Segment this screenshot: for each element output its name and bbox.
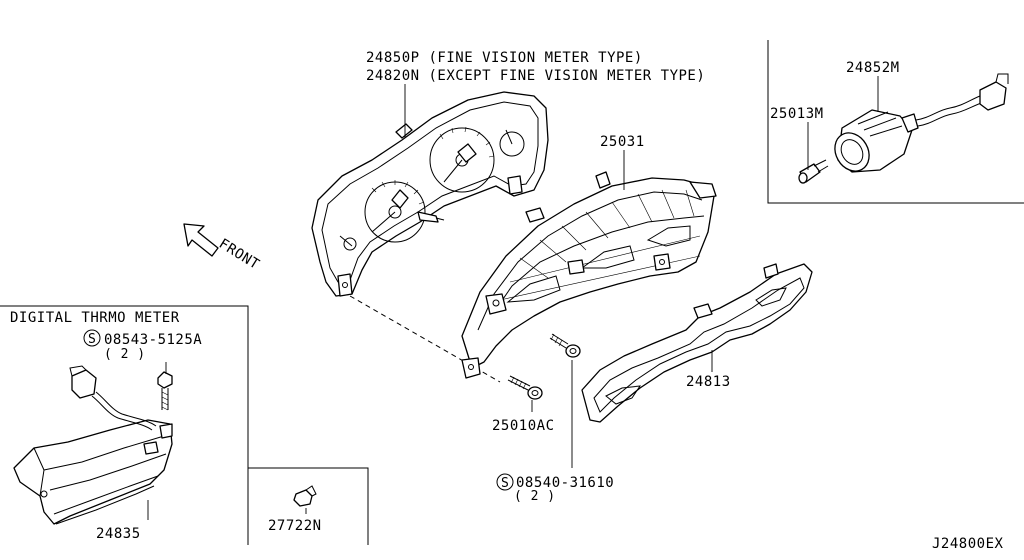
diagram-code: J24800EX [932,536,1004,552]
bezel-24813 [581,263,813,423]
label-25013m: 25013M [770,106,824,122]
s-symbol-icon-08543: S [83,329,101,347]
front-label: FRONT [216,236,262,273]
screw-08543-5125a [157,371,173,411]
thermo-meter-24835 [13,365,173,525]
label-25010ac: 25010AC [492,418,555,434]
label-25031: 25031 [600,134,645,150]
s-symbol-label: S [88,332,96,347]
label-27722n: 27722N [268,518,322,534]
front-arrow-icon [183,223,219,257]
section-title-digital-thermo-meter: DIGITAL THRMO METER [10,310,180,326]
bulb-25013m [798,159,829,184]
gauge-middle [429,127,495,193]
s-symbol-label: S [501,476,509,491]
label-24850p: 24850P (FINE VISION METER TYPE) [366,50,643,66]
s-symbol-icon-08540: S [496,473,514,491]
screw-25010ac [507,375,543,400]
label-24835: 24835 [96,526,141,542]
label-qty-08540: ( 2 ) [514,489,556,504]
label-24852m: 24852M [846,60,900,76]
inset-box-left [0,305,249,545]
label-qty-08543: ( 2 ) [104,347,146,362]
label-24820n: 24820N (EXCEPT FINE VISION METER TYPE) [366,68,705,84]
inset-box-top-right [767,40,1024,204]
label-24813: 24813 [686,374,731,390]
inset-box-bottom-middle [248,467,369,545]
clip-27722n [293,485,317,507]
leader-lines [147,76,879,520]
gauge-right [499,129,525,157]
sensor-24852m [834,73,1009,173]
meter-housing-25031 [461,171,717,379]
meter-cluster-24850p [311,91,549,297]
screw-08540-31610 [549,333,581,358]
label-08540-31610: 08540-31610 [516,475,614,491]
label-08543-5125a: 08543-5125A [104,332,202,348]
